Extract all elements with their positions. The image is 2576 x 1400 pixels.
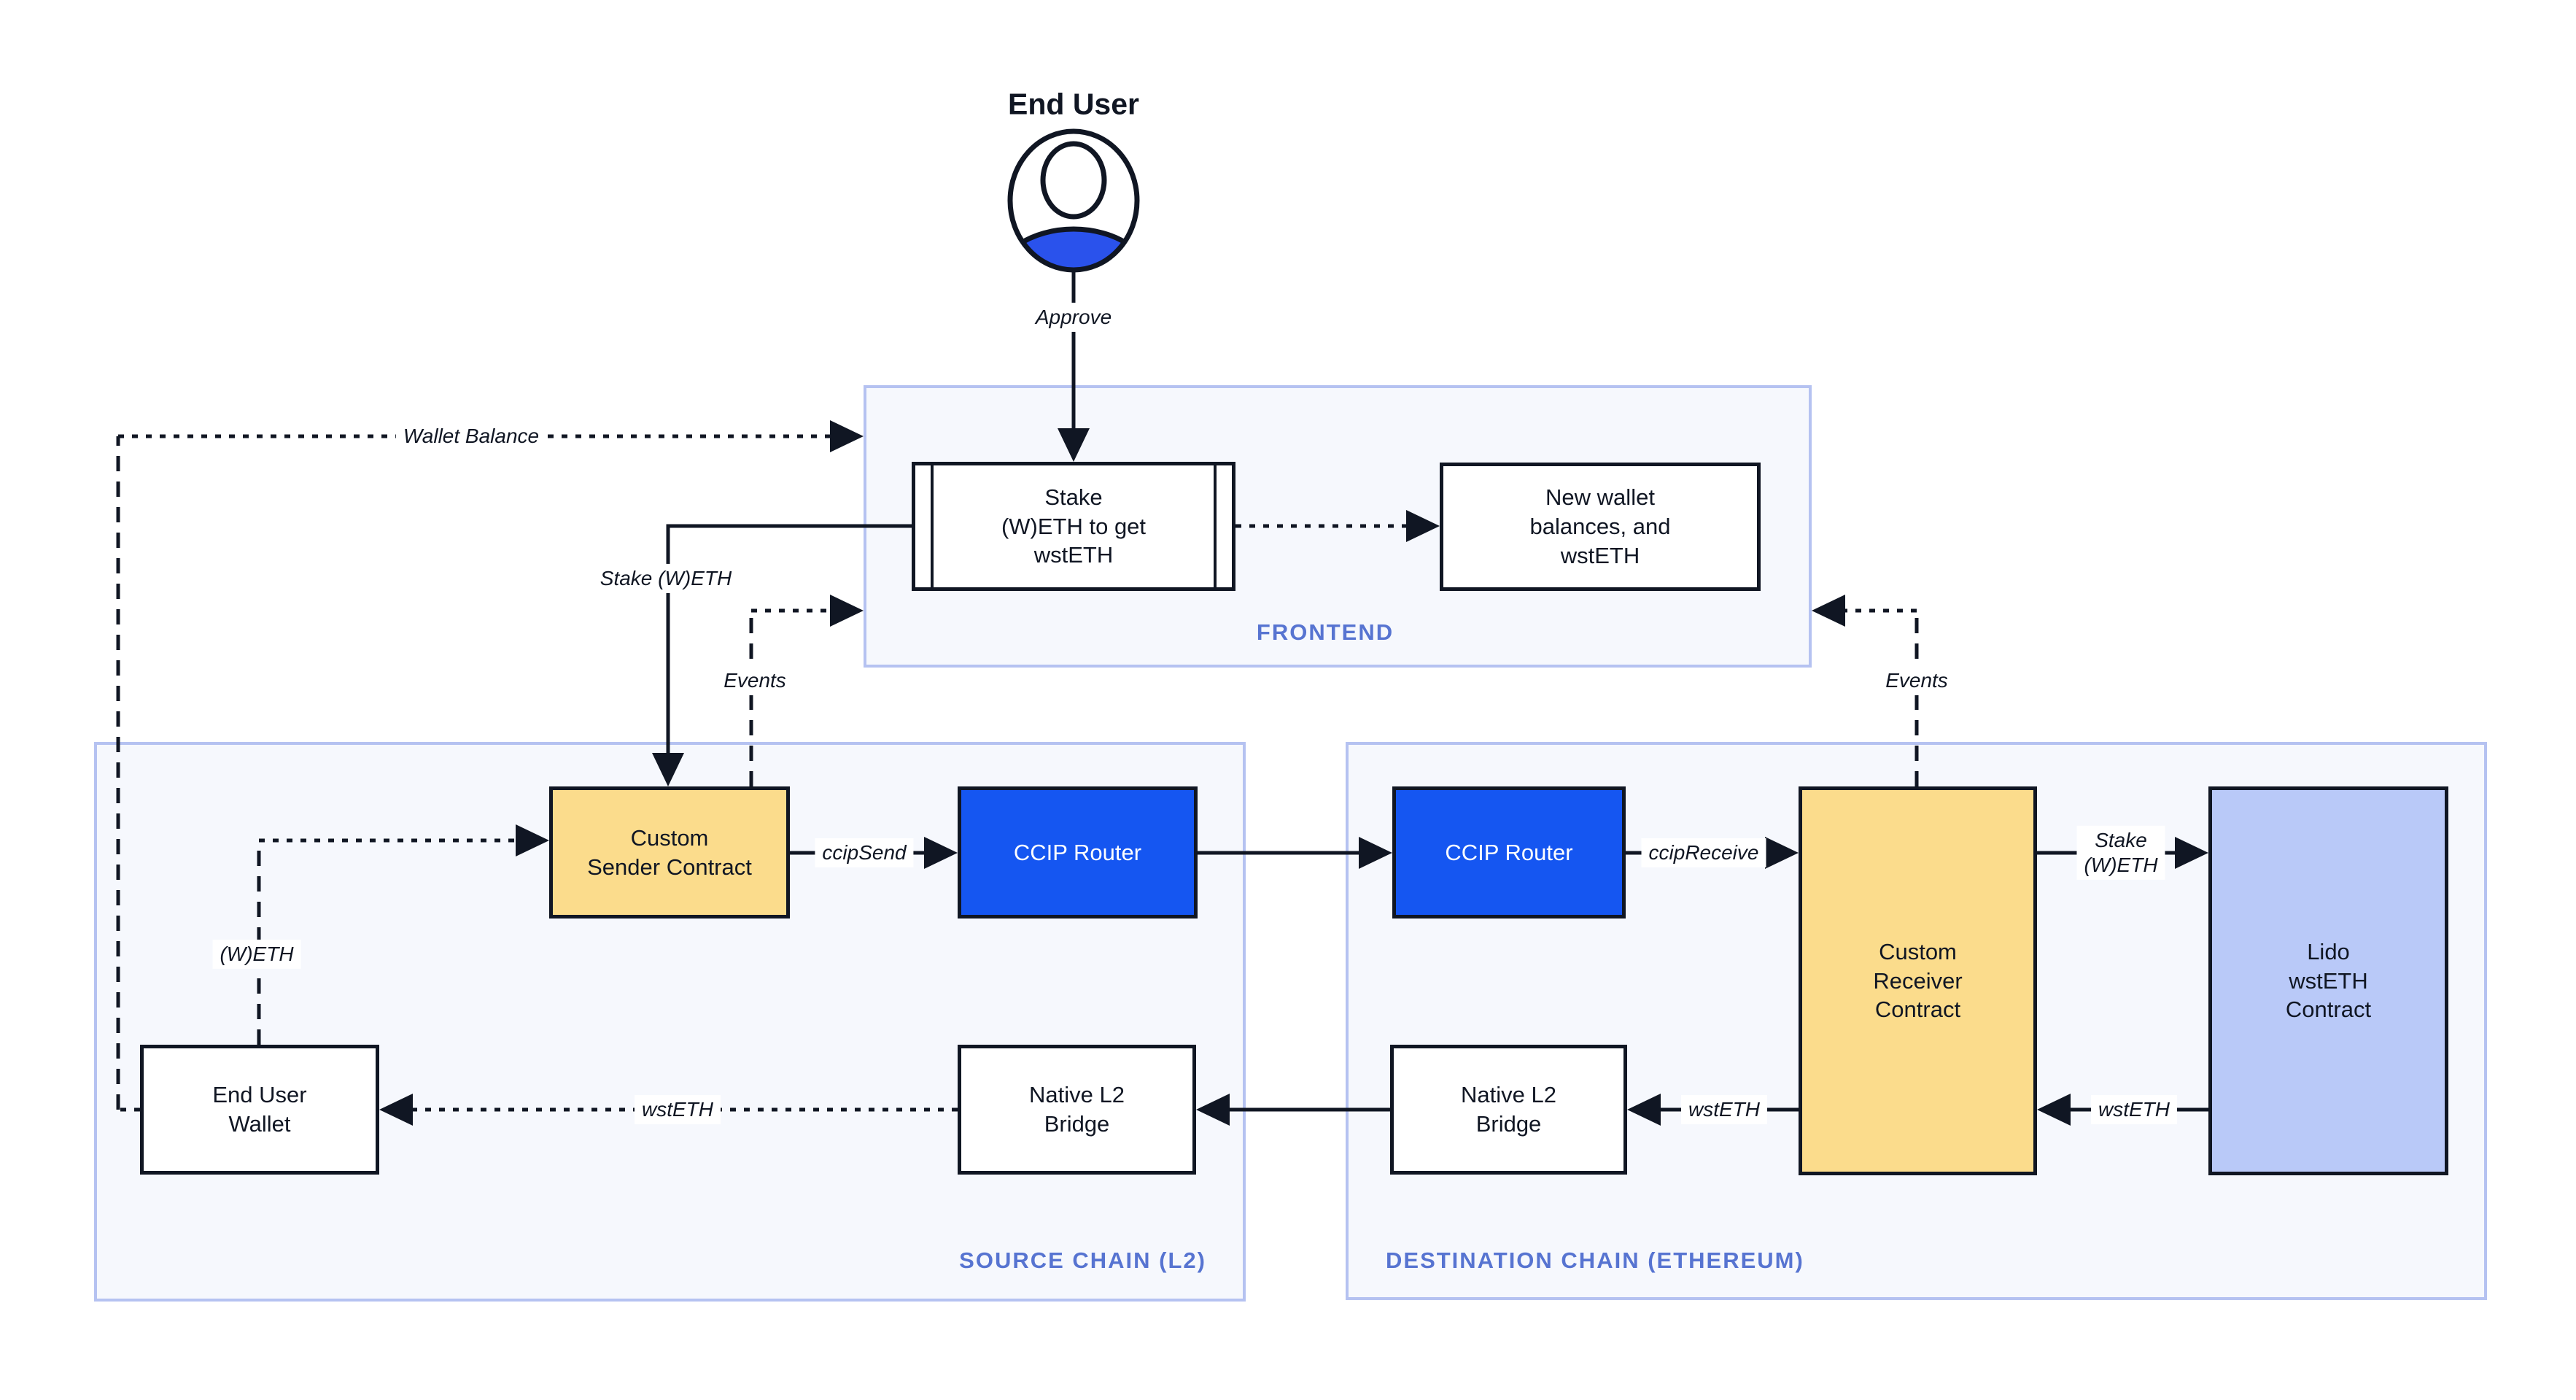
node-custom-sender-contract-label: Custom Sender Contract: [587, 824, 752, 880]
node-native-l2-bridge-source: Native L2 Bridge: [958, 1045, 1196, 1175]
edge-wallet-balance-arrowhead: [830, 420, 864, 452]
edge-label-stake-weth-right: Stake (W)ETH: [2076, 825, 2165, 881]
edge-ccipsend-arrowhead: [924, 837, 958, 869]
node-new-wallet-balances: New wallet balances, and wstETH: [1440, 463, 1761, 591]
edge-label-ccipsend: ccipSend: [815, 838, 914, 868]
end-user-person-icon: [1007, 128, 1140, 273]
edge-label-approve: Approve: [1028, 302, 1120, 333]
node-ccip-router-destination-label: CCIP Router: [1445, 839, 1573, 865]
node-custom-receiver-contract: Custom Receiver Contract: [1799, 786, 2037, 1175]
edge-label-ccipreceive: ccipReceive: [1641, 838, 1766, 868]
node-native-l2-bridge-destination: Native L2 Bridge: [1390, 1045, 1627, 1175]
node-native-l2-bridge-source-label: Native L2 Bridge: [1029, 1082, 1125, 1137]
node-end-user-wallet-label: End User Wallet: [212, 1082, 307, 1137]
edge-label-wsteth-mid: wstETH: [1681, 1094, 1767, 1125]
subroutine-line-right: [1214, 465, 1217, 587]
edge-wsteth-lido-arrowhead: [2037, 1094, 2071, 1126]
edge-label-events-left: Events: [716, 665, 794, 696]
edge-ccipreceive-arrowhead: [1765, 837, 1799, 869]
node-native-l2-bridge-destination-label: Native L2 Bridge: [1461, 1082, 1556, 1137]
node-custom-receiver-contract-label: Custom Receiver Contract: [1873, 938, 1963, 1023]
edge-label-wsteth-source: wstETH: [635, 1094, 721, 1125]
edge-stake-to-newwallet-arrowhead: [1406, 510, 1440, 542]
frontend-container-label: FRONTEND: [1256, 619, 1394, 645]
edge-label-wsteth-right: wstETH: [2091, 1094, 2177, 1125]
node-lido-wsteth-contract-label: Lido wstETH Contract: [2285, 938, 2372, 1023]
edge-bridge-to-bridge-arrowhead: [1196, 1094, 1230, 1126]
edge-approve-arrowhead: [1058, 428, 1090, 462]
edge-label-wallet-balance: Wallet Balance: [395, 421, 547, 452]
edge-label-stake-weth: Stake (W)ETH: [592, 563, 740, 594]
edge-events-right-arrowhead: [1812, 595, 1845, 627]
node-end-user-wallet: End User Wallet: [140, 1045, 379, 1175]
node-lido-wsteth-contract: Lido wstETH Contract: [2208, 786, 2448, 1175]
edge-stake-weth-arrowhead: [652, 753, 684, 786]
edge-stake-weth-right-arrowhead: [2175, 837, 2208, 869]
node-new-wallet-balances-label: New wallet balances, and wstETH: [1529, 484, 1671, 568]
edge-label-events-right: Events: [1878, 665, 1955, 696]
node-custom-sender-contract: Custom Sender Contract: [549, 786, 790, 918]
edge-wsteth-mid-arrowhead: [1627, 1094, 1661, 1126]
edge-label-weth: (W)ETH: [212, 939, 301, 970]
source-chain-label: SOURCE CHAIN (L2): [959, 1248, 1206, 1273]
end-user-title: End User: [1008, 87, 1139, 121]
edge-stake-weth: [666, 524, 912, 753]
node-ccip-router-source: CCIP Router: [958, 786, 1198, 918]
node-stake-action-label: Stake (W)ETH to get wstETH: [1001, 484, 1147, 568]
edge-events-left-arrowhead: [830, 595, 864, 627]
edge-wsteth-source-arrowhead: [379, 1094, 413, 1126]
destination-chain-label: DESTINATION CHAIN (ETHEREUM): [1386, 1248, 1804, 1273]
node-stake-action[interactable]: Stake (W)ETH to get wstETH: [912, 462, 1235, 591]
node-ccip-router-source-label: CCIP Router: [1013, 839, 1142, 865]
node-ccip-router-destination: CCIP Router: [1392, 786, 1626, 918]
edge-weth-arrowhead: [516, 824, 549, 856]
edge-router-to-router-arrowhead: [1359, 837, 1392, 869]
subroutine-line-left: [931, 465, 934, 587]
